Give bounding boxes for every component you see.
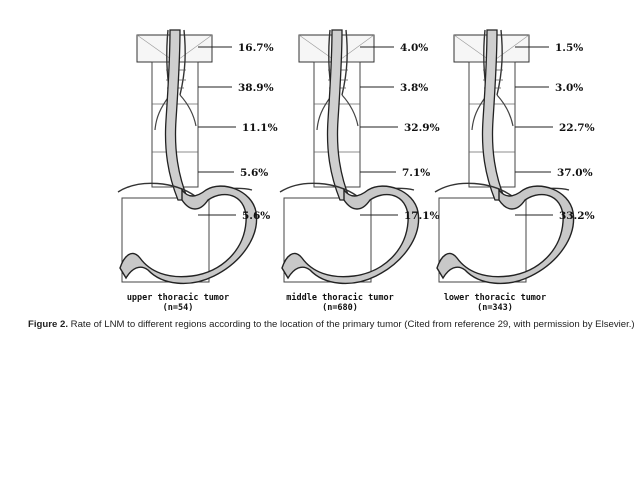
lnm-rate: 11.1% [242, 122, 278, 134]
caption-text: Rate of LNM to different regions accordi… [70, 319, 635, 330]
panel-1: 16.7% 38.9% 11.1% 5.6% 5.6% upper thoracic tu… [117, 29, 278, 313]
neck-diagonal [491, 34, 530, 63]
caption-label: Figure 2. [28, 319, 68, 330]
neck-diagonal [453, 34, 493, 63]
panel-3: 1.5% 3.0% 22.7% 37.0% 33.2% lower thoracic tu… [434, 29, 595, 313]
lnm-rate: 5.6% [240, 167, 268, 179]
panel-2: 4.0% 3.8% 32.9% 7.1% 17.1% middle thoracic tu… [279, 29, 440, 313]
panel-n: (n=680) [322, 303, 358, 313]
panel-n: (n=343) [477, 303, 513, 313]
neck-diagonal [136, 34, 176, 63]
lnm-rate: 37.0% [557, 167, 593, 179]
lnm-rate: 4.0% [400, 42, 428, 54]
lnm-rate: 16.7% [238, 42, 274, 54]
panel-label: lower thoracic tumor [444, 292, 546, 303]
abdomen-region-box [283, 197, 372, 283]
panel-n: (n=54) [163, 303, 194, 313]
neck-diagonal [298, 34, 338, 63]
lnm-rate: 33.2% [559, 210, 595, 222]
panel-label: middle thoracic tumor [286, 292, 393, 303]
abdomen-region-box [438, 197, 527, 283]
lnm-rate: 38.9% [238, 82, 274, 94]
stomach [119, 185, 258, 285]
abdomen-region-box [121, 197, 210, 283]
lnm-rate: 1.5% [555, 42, 583, 54]
lnm-rate: 3.0% [555, 82, 583, 94]
lnm-rate: 3.8% [400, 82, 428, 94]
neck-diagonal [174, 34, 213, 63]
stomach [436, 185, 575, 285]
panel-label: upper thoracic tumor [127, 292, 229, 303]
lnm-rate: 22.7% [559, 122, 595, 134]
stomach [281, 185, 420, 285]
neck-diagonal [336, 34, 375, 63]
lnm-rate: 7.1% [402, 167, 430, 179]
lnm-rate: 5.6% [242, 210, 270, 222]
figure-caption: Figure 2. Rate of LNM to different regio… [28, 319, 635, 330]
lnm-rate: 32.9% [404, 122, 440, 134]
lnm-rate: 17.1% [404, 210, 440, 222]
